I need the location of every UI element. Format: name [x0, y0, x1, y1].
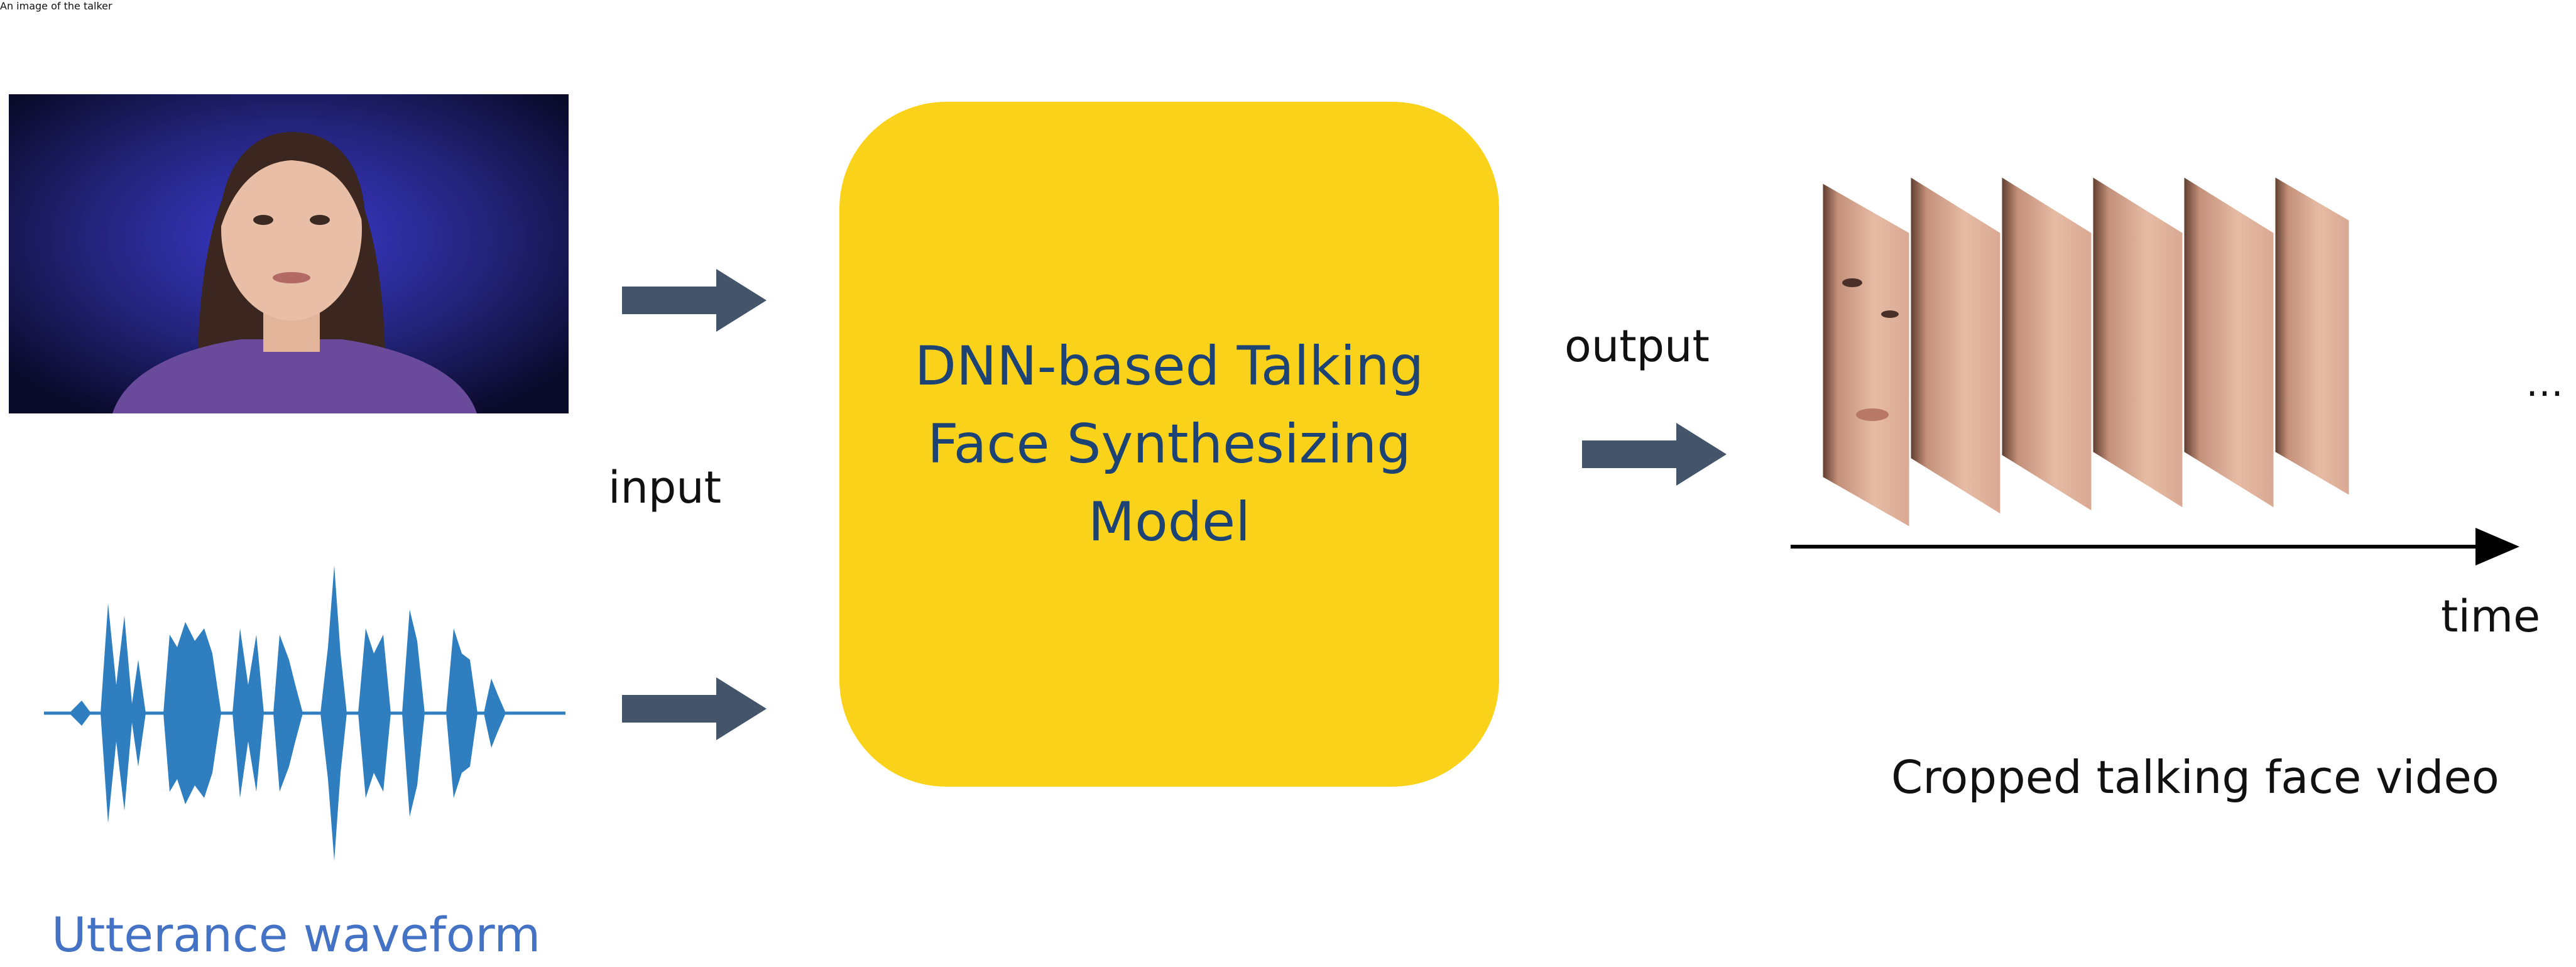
- video-caption: Cropped talking face video: [1891, 751, 2499, 804]
- model-label: DNN-based Talking Face Synthesizing Mode…: [914, 335, 1424, 554]
- frames-ellipsis: …: [2526, 361, 2563, 405]
- input-arrow-waveform: [622, 677, 767, 740]
- input-label: input: [608, 462, 722, 513]
- video-frame-1: [1822, 181, 1911, 530]
- waveform-label: Utterance waveform: [52, 907, 541, 963]
- talker-image-title: An image of the talker: [0, 0, 112, 12]
- talker-photo: [9, 94, 569, 413]
- input-arrow-image: [622, 269, 767, 332]
- time-axis-arrow: [1791, 528, 2519, 565]
- video-frame-3: [2000, 174, 2093, 514]
- output-arrow: [1582, 423, 1727, 486]
- model-box: DNN-based Talking Face Synthesizing Mode…: [839, 102, 1499, 787]
- video-frame-2: [1909, 174, 2002, 517]
- video-frame-5: [2182, 174, 2276, 511]
- output-label: output: [1564, 320, 1710, 372]
- time-axis-label: time: [2441, 591, 2541, 642]
- video-frame-6: [2273, 174, 2351, 498]
- video-frames-stack: [1822, 174, 2351, 530]
- video-frame-4: [2091, 174, 2185, 511]
- waveform-graphic: [44, 565, 565, 861]
